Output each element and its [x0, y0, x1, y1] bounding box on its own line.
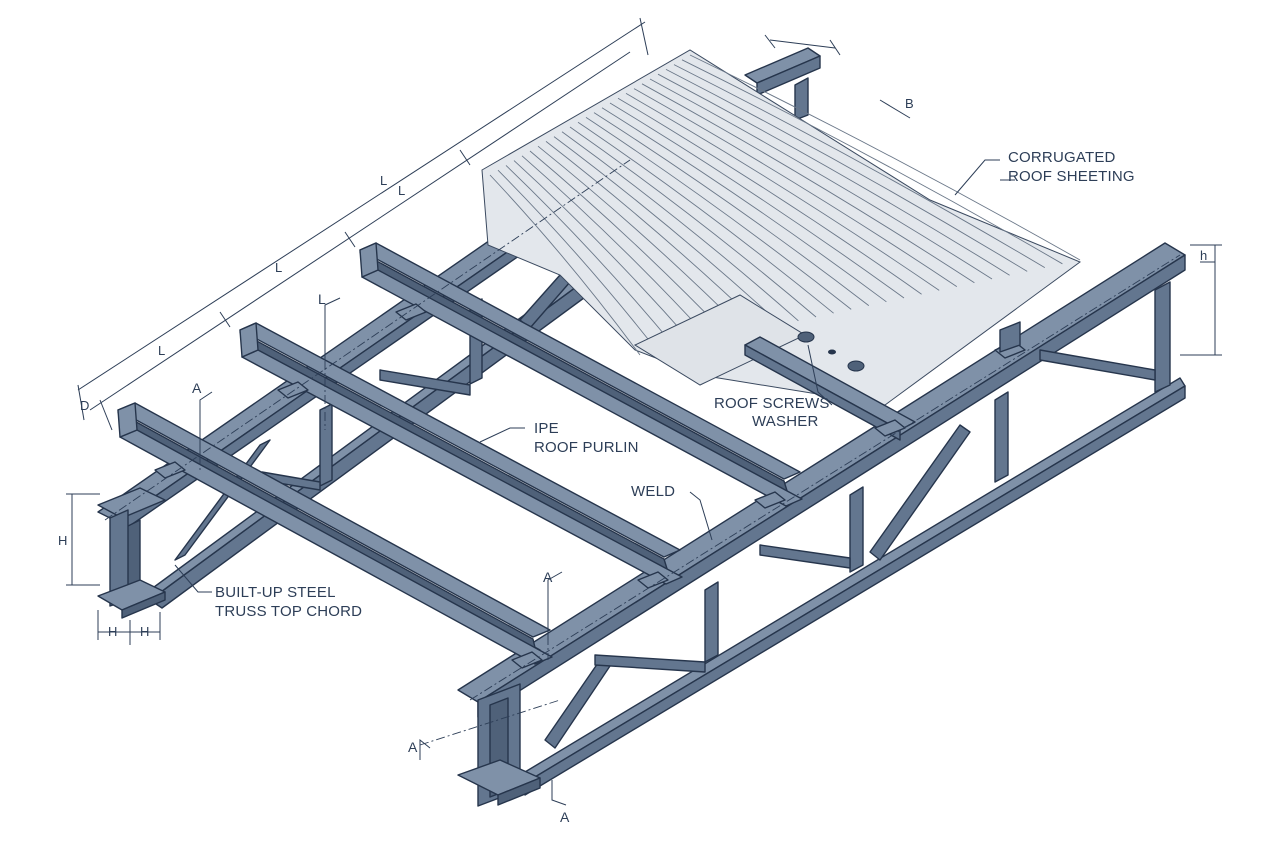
label-purlin-1: IPE [534, 420, 559, 437]
sheet-rib [489, 174, 641, 356]
label-screws-2: WASHER [752, 413, 818, 430]
ipe-purlin-2 [239, 322, 683, 585]
sheet-rib [681, 59, 1063, 265]
leaders [174, 159, 1015, 593]
dim-B: B [905, 96, 914, 111]
section-A-4: A [560, 809, 570, 825]
labels: CORRUGATED ROOF SHEETING ROOF SCREWS WAS… [58, 96, 1207, 825]
sheet-rib [529, 150, 729, 337]
sheet-rib [673, 64, 1046, 268]
washer-2 [847, 360, 865, 372]
sheet-rib [609, 102, 905, 299]
ipe-purlin-1 [117, 402, 553, 665]
sheet-rib [665, 68, 1028, 272]
label-chord-2: TRUSS TOP CHORD [215, 603, 362, 620]
section-A-1: A [192, 380, 202, 396]
label-sheeting-1: CORRUGATED [1008, 149, 1116, 166]
sheet-rib [497, 169, 658, 352]
roof-screws-washers [797, 331, 865, 372]
purlin-clips [154, 303, 1026, 669]
sheet-rib [553, 136, 782, 325]
sheet-rib [513, 160, 694, 344]
sheet-rib [657, 73, 1010, 276]
left-chord-end-flange-top [97, 487, 166, 519]
dim-H-bottom-2: H [140, 624, 149, 639]
sheet-rib [633, 88, 958, 287]
dim-L2: L [398, 183, 405, 198]
sheet-rib [521, 155, 711, 341]
label-purlin-2: ROOF PURLIN [534, 439, 639, 456]
sheet-rib [617, 97, 922, 295]
sheet-rib [593, 112, 870, 306]
washer-1 [797, 331, 815, 343]
sheet-rib [625, 93, 940, 291]
label-sheeting-2: ROOF SHEETING [1008, 168, 1135, 185]
label-chord-1: BUILT-UP STEEL [215, 584, 336, 601]
dim-H-left: H [58, 533, 67, 548]
section-A-3: A [408, 739, 418, 755]
dim-L1: L [380, 173, 387, 188]
purlin-under-sheeting [744, 336, 916, 441]
screw-3 [828, 349, 836, 355]
dim-h-right: h [1200, 248, 1207, 263]
sheet-rib [505, 165, 676, 348]
sheet-rib [649, 78, 993, 280]
sheet-rib [601, 107, 887, 303]
far-beam [744, 47, 821, 121]
right-truss [457, 242, 1186, 807]
label-weld: WELD [631, 483, 675, 500]
section-markers [199, 297, 567, 806]
ipe-purlin-3 [359, 242, 803, 507]
dim-D: D [80, 398, 89, 413]
sheet-rib [689, 54, 1081, 261]
dim-H-bottom-1: H [108, 624, 117, 639]
section-L: L [318, 291, 326, 307]
label-screws-1: ROOF SCREWS [714, 395, 830, 412]
sheet-rib [569, 126, 817, 318]
section-A-2: A [543, 569, 553, 585]
sheet-rib [585, 117, 852, 310]
weld-lines [104, 159, 1181, 701]
dim-L4: L [158, 343, 165, 358]
dim-L3: L [275, 260, 282, 275]
dimension-lines [66, 17, 1222, 645]
corrugated-sheeting [481, 49, 1082, 406]
sheet-rib [561, 131, 799, 322]
sheet-rib [577, 121, 834, 314]
sheet-rib [641, 83, 975, 284]
